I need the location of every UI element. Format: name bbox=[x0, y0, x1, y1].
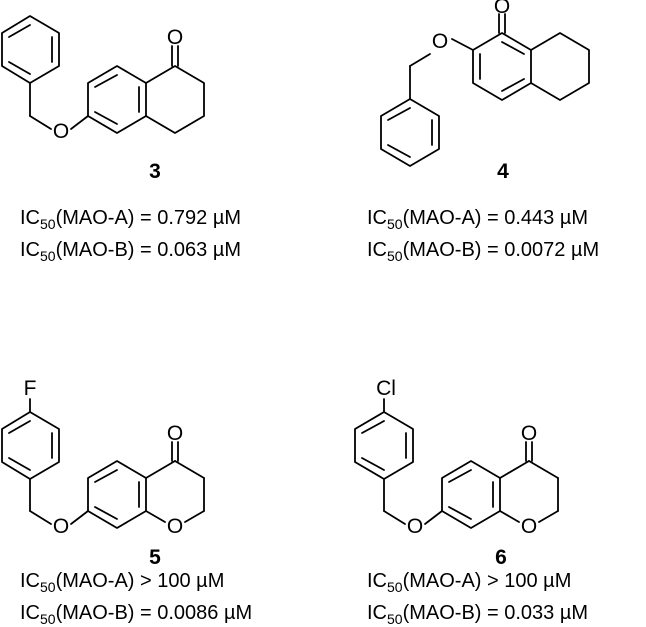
compound-4-ether-oxygen-label: O bbox=[432, 30, 448, 53]
compound-3-carbonyl-oxygen-label: O bbox=[167, 26, 183, 49]
compound-6-ring-oxygen-label: O bbox=[521, 515, 537, 538]
compound-3-ic50-mao-b: IC50(MAO-B) = 0.063 µM bbox=[20, 239, 241, 264]
compound-4-carbonyl-oxygen-label: O bbox=[494, 0, 510, 18]
compound-4-ic50-mao-a: IC50(MAO-A) = 0.443 µM bbox=[367, 207, 588, 232]
compound-3-ic50-mao-a: IC50(MAO-A) = 0.792 µM bbox=[20, 207, 241, 232]
compound-6-chlorine-label: Cl bbox=[376, 377, 396, 400]
compound-3-benzyl-ring bbox=[1, 15, 60, 84]
compound-3-number: 3 bbox=[149, 160, 161, 183]
compound-3-ether-oxygen-label: O bbox=[53, 120, 69, 143]
compound-6-structure: Cl O O O bbox=[354, 377, 559, 538]
compound-3-structure: O O bbox=[1, 15, 205, 143]
compound-5-number: 5 bbox=[149, 546, 161, 569]
compound-5-structure: F O O O bbox=[1, 377, 205, 538]
compound-5-ic50-mao-a: IC50(MAO-A) > 100 µM bbox=[20, 570, 224, 595]
compound-6-aromatic-ring bbox=[441, 460, 501, 529]
compound-6-ic50-mao-a: IC50(MAO-A) > 100 µM bbox=[367, 570, 571, 595]
compound-6-carbonyl-oxygen-label: O bbox=[521, 422, 537, 445]
compound-5-carbonyl-oxygen-label: O bbox=[167, 422, 183, 445]
compound-5-fluorophenyl-ring bbox=[1, 411, 60, 480]
compound-5-fluorine-label: F bbox=[24, 377, 37, 400]
compound-6-ether-oxygen-label: O bbox=[407, 515, 423, 538]
compound-3-aromatic-ring bbox=[87, 65, 147, 134]
compound-4-structure: O O bbox=[380, 0, 590, 167]
compound-6-number: 6 bbox=[495, 546, 507, 569]
compound-4-benzyl-ring bbox=[380, 98, 440, 167]
compound-5-ic50-mao-b: IC50(MAO-B) = 0.0086 µM bbox=[20, 602, 252, 627]
compound-5-ether-oxygen-label: O bbox=[53, 515, 69, 538]
compound-6-chlorophenyl-ring bbox=[354, 411, 414, 480]
compound-5-ring-oxygen-label: O bbox=[167, 515, 183, 538]
compound-4-number: 4 bbox=[497, 160, 509, 183]
compound-4-ic50-mao-b: IC50(MAO-B) = 0.0072 µM bbox=[367, 239, 599, 264]
compound-4-aromatic-ring bbox=[472, 32, 532, 101]
compound-5-aromatic-ring bbox=[87, 460, 147, 529]
compound-6-ic50-mao-b: IC50(MAO-B) = 0.033 µM bbox=[367, 602, 588, 627]
